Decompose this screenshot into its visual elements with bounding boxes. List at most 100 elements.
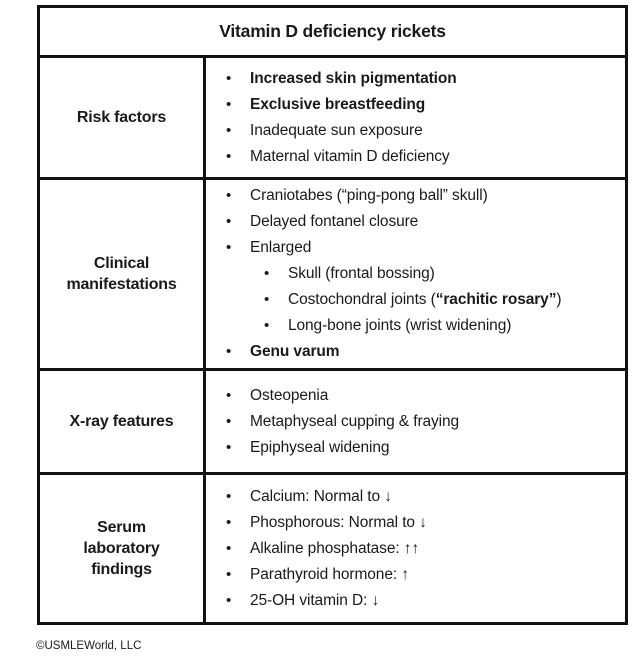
item-text: Osteopenia	[250, 383, 328, 409]
item-text: 25-OH vitamin D: ↓	[250, 588, 379, 614]
bullet-item: • Exclusive breastfeeding	[226, 92, 619, 118]
bullet-icon: •	[226, 121, 232, 139]
item-text-bold-segment: ↑↑	[403, 539, 420, 557]
row-label-cell: X-ray features	[40, 371, 206, 472]
item-text-bold-segment: Exclusive breastfeeding	[250, 95, 426, 113]
item-text-segment: Inadequate sun exposure	[250, 121, 423, 139]
bullet-icon: •	[264, 291, 270, 308]
item-text-segment: Epiphyseal widening	[250, 438, 390, 456]
item-text: Craniotabes (“ping-pong ball” skull)	[250, 183, 488, 209]
row-label-cell: Clinical manifestations	[40, 180, 206, 368]
item-text: Inadequate sun exposure	[250, 118, 423, 144]
item-text: Phosphorous: Normal to ↓	[250, 510, 427, 536]
bullet-item: • Phosphorous: Normal to ↓	[226, 510, 619, 536]
bullet-item: • Craniotabes (“ping-pong ball” skull)	[226, 183, 619, 209]
table-title: Vitamin D deficiency rickets	[219, 21, 446, 41]
bullet-icon: •	[226, 591, 232, 609]
row-label: Risk factors	[76, 109, 167, 126]
bullet-item: • Maternal vitamin D deficiency	[226, 144, 619, 170]
bullet-item: • Osteopenia	[226, 383, 619, 409]
item-text-segment: 25-OH vitamin D:	[250, 591, 372, 609]
item-text: Delayed fontanel closure	[250, 209, 418, 235]
item-text: Parathyroid hormone: ↑	[250, 562, 409, 588]
item-text: Skull (frontal bossing)	[288, 261, 435, 287]
row-content-cell: • Craniotabes (“ping-pong ball” skull) • De…	[206, 180, 625, 368]
item-text: Long-bone joints (wrist widening)	[288, 313, 511, 339]
sub-bullet-item: • Costochondral joints (“rachitic rosary”…	[264, 287, 619, 313]
item-text-segment: Costochondral joints (	[288, 291, 436, 308]
bullet-icon: •	[226, 487, 232, 505]
bullet-item: • Metaphyseal cupping & fraying	[226, 409, 619, 435]
bullet-item: • Delayed fontanel closure	[226, 209, 619, 235]
item-text-bold-segment: ↓	[371, 591, 380, 609]
bullet-item: • Calcium: Normal to ↓	[226, 484, 619, 510]
table-rows: Risk factors • Increased skin pigmentation…	[40, 58, 625, 622]
bullet-item: • 25-OH vitamin D: ↓	[226, 588, 619, 614]
bullet-icon: •	[226, 438, 232, 456]
item-text-segment: Osteopenia	[250, 386, 329, 404]
table-row: Serum laboratory findings • Calcium: Norma…	[40, 475, 625, 622]
bullet-icon: •	[226, 187, 232, 204]
bullet-icon: •	[226, 386, 232, 404]
item-text: Metaphyseal cupping & fraying	[250, 409, 459, 435]
bullet-item: • Epiphyseal widening	[226, 435, 619, 461]
item-text-bold-segment: “rachitic rosary”	[435, 291, 557, 308]
row-label: Clinical manifestations	[66, 255, 177, 293]
item-text-bold-segment: ↓	[384, 487, 392, 505]
reference-table: Vitamin D deficiency rickets Risk factor…	[37, 5, 628, 625]
bullet-item: • Increased skin pigmentation	[226, 66, 619, 92]
bullet-item: • Alkaline phosphatase: ↑↑	[226, 536, 619, 562]
row-label: X-ray features	[69, 413, 174, 430]
bullet-icon: •	[264, 265, 270, 282]
item-text-bold-segment: Genu varum	[250, 343, 340, 360]
table-row: Risk factors • Increased skin pigmentation…	[40, 58, 625, 180]
table-header: Vitamin D deficiency rickets	[40, 8, 625, 58]
item-text: Calcium: Normal to ↓	[250, 484, 392, 510]
item-text-segment: Metaphyseal cupping & fraying	[250, 412, 460, 430]
item-text: Epiphyseal widening	[250, 435, 390, 461]
item-text: Alkaline phosphatase: ↑↑	[250, 536, 419, 562]
item-text-segment: Parathyroid hormone:	[250, 565, 402, 583]
row-content-cell: • Calcium: Normal to ↓ • Phosphorous: Norma…	[206, 475, 625, 622]
row-label-cell: Risk factors	[40, 58, 206, 177]
item-text: Increased skin pigmentation	[250, 66, 457, 92]
sub-bullet-item: • Skull (frontal bossing)	[264, 261, 619, 287]
bullet-icon: •	[264, 317, 270, 334]
item-text-segment: Calcium: Normal to	[250, 487, 385, 505]
item-text-bold-segment: ↓	[419, 513, 427, 531]
row-content-cell: • Osteopenia • Metaphyseal cupping & frayin…	[206, 371, 625, 472]
table-row: Clinical manifestations • Craniotabes (“pi…	[40, 180, 625, 371]
bullet-icon: •	[226, 239, 232, 256]
bullet-item: • Enlarged	[226, 235, 619, 261]
item-text-segment: Alkaline phosphatase:	[250, 539, 404, 557]
bullet-icon: •	[226, 539, 232, 557]
item-text-segment: Phosphorous: Normal to	[250, 513, 420, 531]
bullet-icon: •	[226, 513, 232, 531]
copyright-notice: ©USMLEWorld, LLC	[36, 640, 142, 652]
item-text-bold-segment: Increased skin pigmentation	[250, 69, 457, 87]
table-row: X-ray features • Osteopenia • Metaphyseal cu…	[40, 371, 625, 475]
item-text-segment: Craniotabes (“ping-pong ball” skull)	[250, 187, 488, 204]
bullet-icon: •	[226, 147, 232, 165]
bullet-item: • Inadequate sun exposure	[226, 118, 619, 144]
item-text: Exclusive breastfeeding	[250, 92, 425, 118]
item-text-segment: Skull (frontal bossing)	[288, 265, 435, 282]
sub-bullet-item: • Long-bone joints (wrist widening)	[264, 313, 619, 339]
bullet-icon: •	[226, 69, 232, 87]
bullet-icon: •	[226, 213, 232, 230]
bullet-icon: •	[226, 412, 232, 430]
row-content-cell: • Increased skin pigmentation • Exclusive b…	[206, 58, 625, 177]
item-text-segment: Maternal vitamin D deficiency	[250, 147, 450, 165]
row-label-cell: Serum laboratory findings	[40, 475, 206, 622]
bullet-item: •Parathyroid hormone: ↑	[226, 562, 619, 588]
item-text: Costochondral joints (“rachitic rosary”)	[288, 287, 562, 313]
item-text-segment: )	[556, 291, 562, 308]
bullet-item: • Genu varum	[226, 339, 619, 365]
bullet-icon: •	[226, 343, 232, 360]
item-text: Genu varum	[250, 339, 340, 365]
item-text-segment: Delayed fontanel closure	[250, 213, 419, 230]
item-text: Maternal vitamin D deficiency	[250, 144, 450, 170]
bullet-icon: •	[226, 95, 232, 113]
item-text-bold-segment: ↑	[401, 565, 409, 583]
item-text: Enlarged	[250, 235, 311, 261]
